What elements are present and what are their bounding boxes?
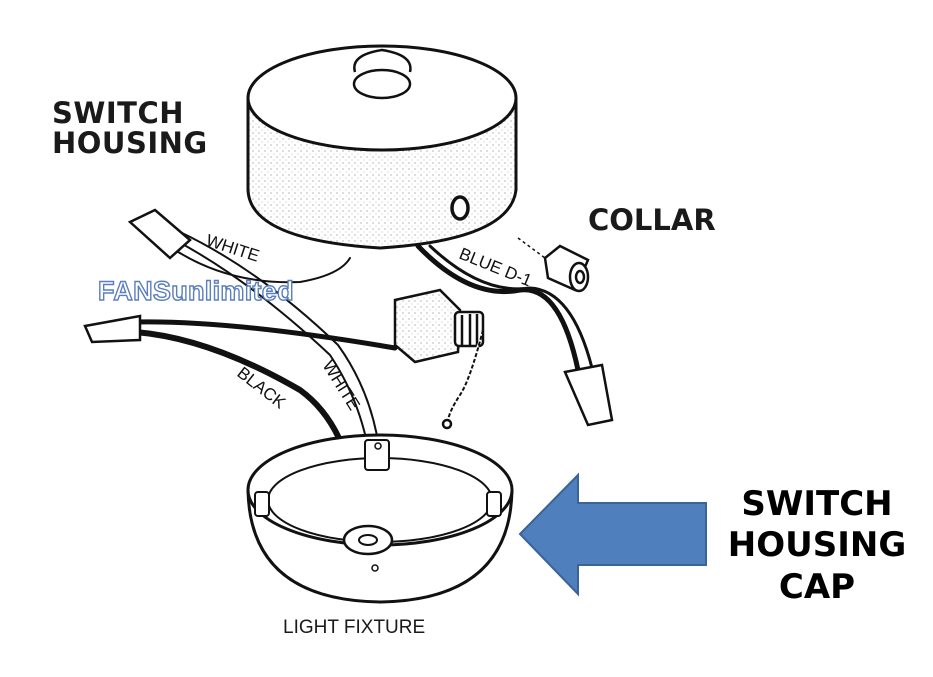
switch-housing-drawing xyxy=(246,44,518,250)
switch-housing-label-line: SWITCH xyxy=(52,96,184,130)
blue-wire-drawing xyxy=(415,243,614,427)
light-fixture-label: LIGHT FIXTURE xyxy=(283,617,426,638)
wire-label-white-lower: WHITE xyxy=(319,357,364,414)
watermark: FANSunlimited xyxy=(97,275,294,306)
black-wire-drawing xyxy=(83,314,398,533)
pull-chain-switch-drawing xyxy=(393,288,485,430)
cap-label-line: HOUSING xyxy=(727,525,907,566)
pointer-arrow xyxy=(518,472,707,597)
switch-housing-label-line: HOUSING xyxy=(52,126,208,161)
switch-housing-label: SWITCH HOUSING xyxy=(52,98,208,159)
switch-housing-cap-label: SWITCH HOUSING CAP xyxy=(712,484,922,608)
cap-label-line: SWITCH xyxy=(741,484,893,524)
switch-housing-cap-drawing xyxy=(246,433,514,604)
cap-label-line: CAP xyxy=(778,566,856,607)
collar-drawing xyxy=(517,237,590,293)
collar-label: COLLAR xyxy=(588,203,716,237)
